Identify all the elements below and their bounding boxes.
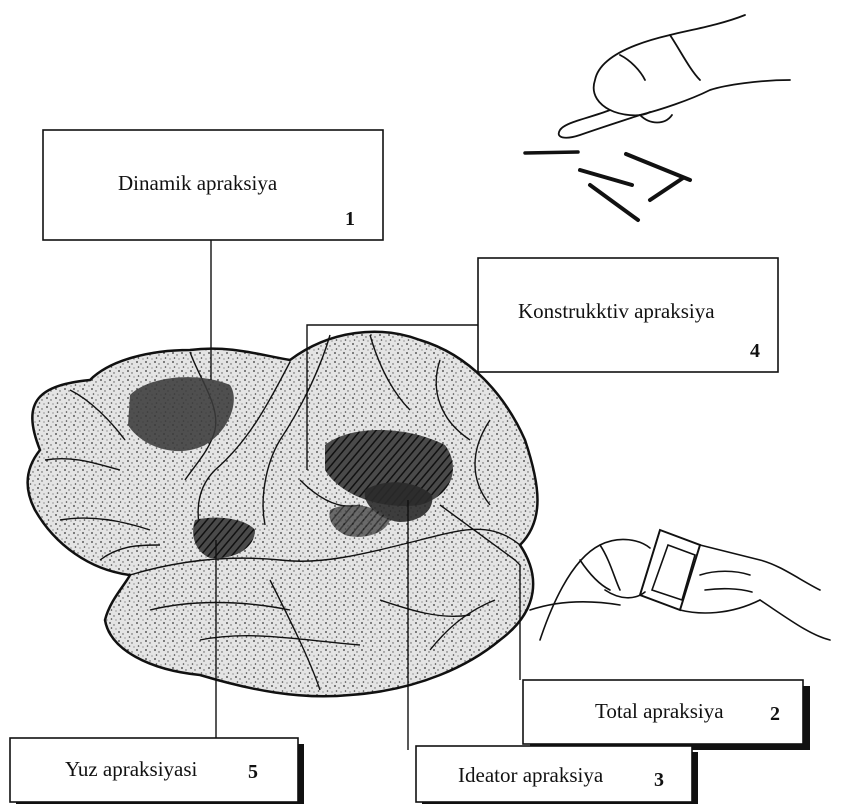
stick — [650, 178, 683, 200]
label-yuz-name: Yuz apraksiyasi — [65, 757, 198, 781]
hands-opening-matchbox-illustration — [530, 530, 830, 640]
label-box-total: Total apraksiya 2 — [523, 680, 810, 750]
stick — [626, 154, 690, 180]
stick — [525, 152, 578, 153]
brain-illustration — [28, 332, 538, 696]
label-box-yuz: Yuz apraksiyasi 5 — [10, 738, 304, 804]
label-box-dinamik: Dinamik apraksiya 1 — [43, 130, 383, 240]
stick — [580, 170, 632, 185]
label-box-ideator: Ideator apraksiya 3 — [416, 746, 698, 804]
label-ideator-number: 3 — [654, 769, 664, 791]
label-box-konstruktiv: Konstrukktiv apraksiya 4 — [478, 258, 778, 372]
label-yuz-number: 5 — [248, 761, 258, 783]
label-total-number: 2 — [770, 703, 780, 725]
label-ideator-name: Ideator apraksiya — [458, 763, 604, 787]
label-konstruktiv-name: Konstrukktiv apraksiya — [518, 299, 715, 323]
hand-arranging-sticks-illustration — [525, 15, 790, 220]
label-konstruktiv-number: 4 — [750, 340, 760, 362]
label-dinamik-name: Dinamik apraksiya — [118, 171, 278, 195]
stick — [590, 185, 638, 220]
label-dinamik-number: 1 — [345, 208, 355, 230]
label-total-name: Total apraksiya — [595, 699, 724, 723]
brain-outline — [28, 332, 538, 696]
